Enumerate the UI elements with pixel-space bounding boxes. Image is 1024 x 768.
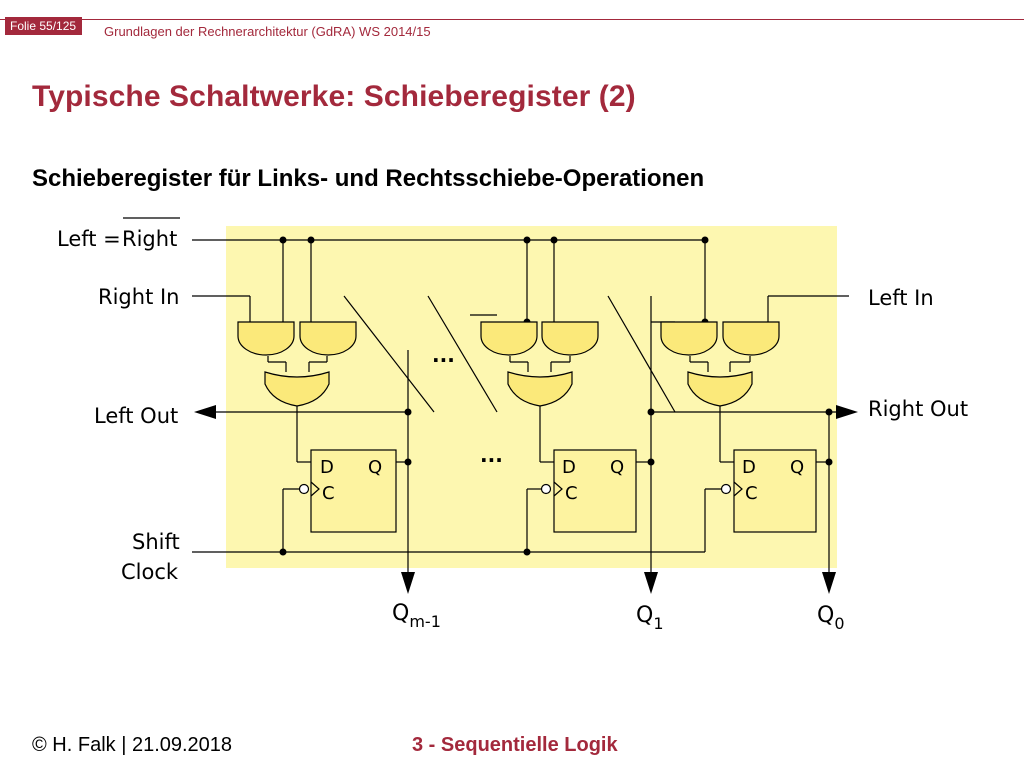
ff-c-label: C — [322, 483, 335, 504]
ff-c-label: C — [745, 483, 758, 504]
label-left-in: Left In — [868, 286, 934, 310]
label-right-overbar: Right — [122, 227, 177, 251]
and-gate — [541, 321, 599, 356]
q1-arrow — [644, 572, 658, 594]
header-rule — [0, 19, 1024, 20]
label-right-in: Right In — [98, 285, 179, 309]
and-gate — [722, 321, 780, 356]
ff-d-label: D — [320, 457, 334, 478]
slide-title: Typische Schaltwerke: Schieberegister (2… — [32, 80, 636, 113]
and-gate — [660, 321, 718, 356]
left-out-arrow — [194, 405, 216, 419]
ellipsis-upper: ... — [432, 343, 455, 367]
and-gate — [237, 321, 295, 356]
and-gate — [299, 321, 357, 356]
wiring — [192, 239, 849, 575]
and-gate — [480, 321, 538, 356]
label-right-out: Right Out — [868, 397, 968, 421]
ff-c-label: C — [565, 483, 578, 504]
footer-chapter: 3 - Sequentielle Logik — [412, 734, 618, 756]
label-left-equals: Left = — [57, 227, 121, 251]
qm1-arrow — [401, 572, 415, 594]
footer-author: © H. Falk | 21.09.2018 — [32, 734, 233, 756]
slide-number-badge: Folie 55/125 — [5, 17, 83, 35]
ff-q-label: Q — [790, 457, 804, 478]
ff-q-label: Q — [368, 457, 382, 478]
label-left-out: Left Out — [94, 404, 178, 428]
flipflop-1: D Q C — [540, 449, 637, 533]
right-out-arrow — [836, 405, 858, 419]
output-qm1: Qm-1 — [392, 601, 441, 631]
output-q1: Q1 — [636, 603, 664, 633]
ff-q-label: Q — [610, 457, 624, 478]
q0-arrow — [822, 572, 836, 594]
label-clock: Clock — [121, 560, 179, 584]
label-shift: Shift — [132, 530, 180, 554]
arrowheads — [194, 405, 858, 594]
flipflop-0: D Q C — [720, 449, 817, 533]
flipflop-m1: D Q C — [298, 449, 397, 533]
slide-subtitle: Schieberegister für Links- und Rechtssch… — [32, 165, 705, 192]
course-title: Grundlagen der Rechnerarchitektur (GdRA)… — [104, 24, 431, 39]
label-left-eq-text: Left = — [57, 227, 121, 251]
ff-d-label: D — [742, 457, 756, 478]
ff-d-label: D — [562, 457, 576, 478]
output-q0: Q0 — [817, 603, 845, 633]
ellipsis-lower: ... — [480, 443, 503, 467]
